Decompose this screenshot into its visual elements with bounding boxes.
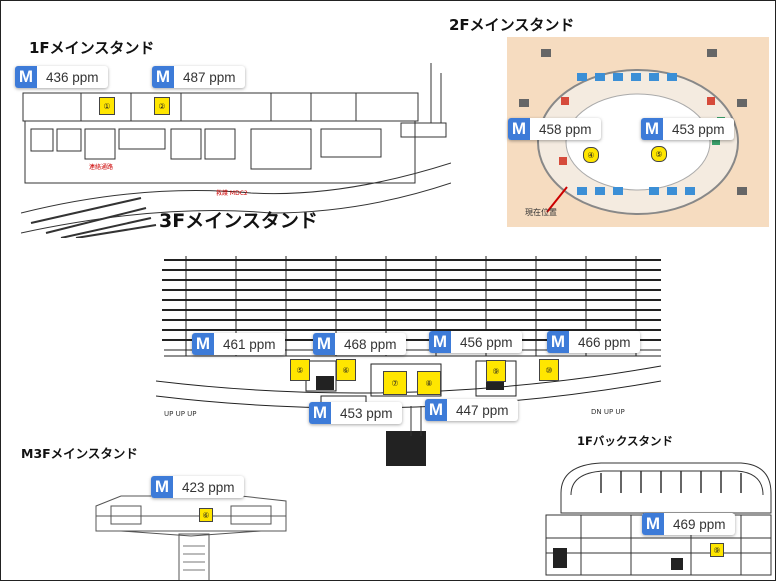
m-badge-icon: M	[641, 118, 663, 140]
m-badge-icon: M	[547, 331, 569, 353]
m-badge-icon: M	[508, 118, 530, 140]
co2-value: 487 ppm	[183, 69, 236, 85]
co2-value: 453 ppm	[672, 121, 725, 137]
co2-marker-m3f-1[interactable]: M 423 ppm	[151, 476, 244, 498]
co2-value: 468 ppm	[344, 336, 397, 352]
co2-value: 456 ppm	[460, 334, 513, 350]
sensor-spot: ⑨	[710, 543, 724, 557]
svg-text:救護 MDC2: 救護 MDC2	[216, 189, 248, 197]
m-badge-icon: M	[151, 476, 173, 498]
co2-marker-2f-1[interactable]: M 458 ppm	[508, 118, 601, 140]
svg-text:現在位置: 現在位置	[525, 207, 557, 217]
m-badge-icon: M	[429, 331, 451, 353]
co2-value: 453 ppm	[340, 405, 393, 421]
svg-text:連絡通路: 連絡通路	[89, 163, 113, 171]
co2-marker-3f-3[interactable]: M 456 ppm	[429, 331, 522, 353]
section-title-1f-main: 1Fメインスタンド	[29, 39, 155, 57]
co2-marker-3f-1[interactable]: M 461 ppm	[192, 333, 285, 355]
sensor-spot: ①	[99, 97, 115, 115]
sensor-spot: ②	[154, 97, 170, 115]
m-badge-icon: M	[642, 513, 664, 535]
co2-value: 466 ppm	[578, 334, 631, 350]
m-badge-icon: M	[309, 402, 331, 424]
co2-value: 458 ppm	[539, 121, 592, 137]
sensor-spot: ⑤	[651, 146, 667, 162]
section-title-2f-main: 2Fメインスタンド	[449, 16, 575, 34]
co2-marker-1f-back-1[interactable]: M 469 ppm	[642, 513, 735, 535]
co2-marker-1f-1[interactable]: M 436 ppm	[15, 66, 108, 88]
co2-marker-3f-4[interactable]: M 466 ppm	[547, 331, 640, 353]
section-title-m3f-main: M3Fメインスタンド	[21, 446, 138, 461]
sensor-spot: ⑦	[383, 371, 407, 395]
m-badge-icon: M	[152, 66, 174, 88]
m-badge-icon: M	[313, 333, 335, 355]
m-badge-icon: M	[192, 333, 214, 355]
m-badge-icon: M	[425, 399, 447, 421]
section-title-3f-main: 3Fメインスタンド	[159, 210, 318, 232]
co2-marker-3f-6[interactable]: M 447 ppm	[425, 399, 518, 421]
co2-marker-3f-5[interactable]: M 453 ppm	[309, 402, 402, 424]
sensor-spot: ⑥	[336, 359, 356, 381]
sensor-spot: ⑤	[290, 359, 310, 381]
co2-value: 423 ppm	[182, 479, 235, 495]
map-1f-main-stand: 連絡通路救護 MDC2	[21, 63, 451, 238]
co2-value: 436 ppm	[46, 69, 99, 85]
m-badge-icon: M	[15, 66, 37, 88]
map-m3f-main-stand	[91, 476, 291, 580]
sensor-spot: ⑨	[486, 360, 506, 382]
co2-value: 447 ppm	[456, 402, 509, 418]
sensor-spot: ⑧	[417, 371, 441, 395]
section-title-1f-back: 1Fバックスタンド	[577, 434, 674, 448]
map-2f-main-stand: 現在位置	[507, 37, 769, 227]
co2-marker-1f-2[interactable]: M 487 ppm	[152, 66, 245, 88]
svg-text:DN UP UP: DN UP UP	[591, 408, 625, 416]
sensor-spot: ④	[583, 147, 599, 163]
sensor-spot: ⑥	[199, 508, 213, 522]
sensor-spot: ⑩	[539, 359, 559, 381]
co2-marker-3f-2[interactable]: M 468 ppm	[313, 333, 406, 355]
co2-value: 461 ppm	[223, 336, 276, 352]
svg-text:UP UP UP: UP UP UP	[164, 410, 196, 418]
co2-value: 469 ppm	[673, 516, 726, 532]
co2-marker-2f-2[interactable]: M 453 ppm	[641, 118, 734, 140]
